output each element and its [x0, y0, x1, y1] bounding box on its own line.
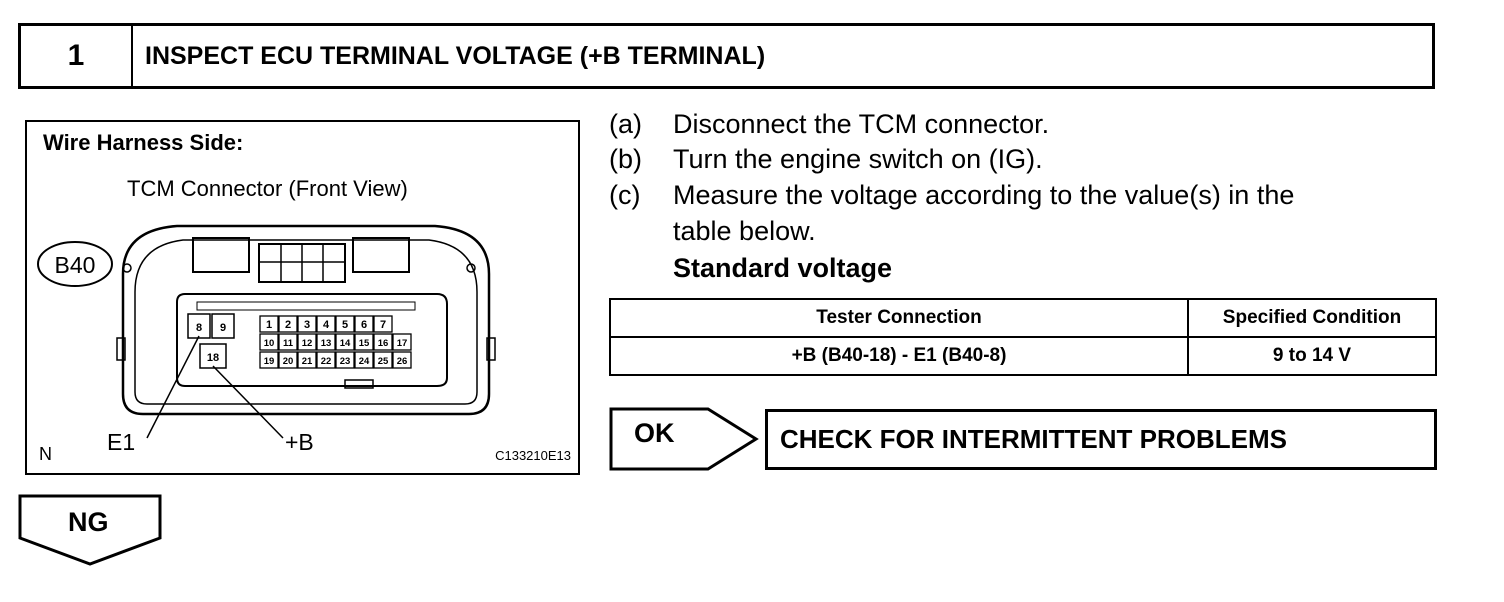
pin-label: 12	[302, 338, 313, 349]
pin-22	[316, 351, 336, 369]
pin-6	[354, 315, 374, 333]
pin-3	[297, 315, 317, 333]
label-b: +B	[285, 429, 314, 455]
leader-e1	[146, 335, 200, 439]
table-header: Specified Condition	[1187, 298, 1437, 338]
pin-label: 21	[302, 356, 313, 367]
pin-17	[392, 333, 412, 351]
pin-label: 26	[397, 356, 408, 367]
pin-label: 3	[304, 319, 310, 331]
step-text: Turn the engine switch on (IG).	[673, 144, 1043, 174]
pin-21	[297, 351, 317, 369]
pin-label: 10	[264, 338, 275, 349]
connector-housing	[121, 224, 491, 416]
table-cell: +B (B40-18) - E1 (B40-8)	[609, 336, 1189, 376]
step-label: (a)	[609, 109, 642, 139]
step-text: table below.	[673, 216, 816, 246]
pin-label: 1	[266, 319, 272, 331]
ok-result-text: CHECK FOR INTERMITTENT PROBLEMS	[780, 424, 1287, 454]
figure-code: C133210E13	[495, 448, 571, 463]
latch-left	[192, 237, 250, 273]
pin-label: 15	[359, 338, 370, 349]
step-header: 1 INSPECT ECU TERMINAL VOLTAGE (+B TERMI…	[18, 23, 1435, 89]
pin-14	[335, 333, 355, 351]
pin-label: 23	[340, 356, 351, 367]
connector-figure: Wire Harness Side: TCM Connector (Front …	[25, 120, 580, 475]
pin-7	[373, 315, 393, 333]
corner-label: N	[39, 444, 52, 464]
table-cell: 9 to 14 V	[1187, 336, 1437, 376]
terminal-area	[176, 293, 448, 387]
pin-5	[335, 315, 355, 333]
pin-13	[316, 333, 336, 351]
pin-20	[278, 351, 298, 369]
table-header-row: Tester Connection Specified Condition	[609, 298, 1437, 338]
ok-result-box: CHECK FOR INTERMITTENT PROBLEMS	[765, 409, 1437, 470]
pin-label: 8	[196, 322, 202, 334]
latch-right	[352, 237, 410, 273]
wire-harness-label: Wire Harness Side:	[43, 130, 244, 155]
pin-label: 19	[264, 356, 275, 367]
label-e1: E1	[107, 429, 135, 455]
step-label: (b)	[609, 144, 642, 174]
connector-title: TCM Connector (Front View)	[127, 176, 408, 201]
spec-table: Tester Connection Specified Condition +B…	[609, 298, 1437, 376]
ng-arrow	[18, 494, 162, 566]
pin-16	[373, 333, 393, 351]
step-title: INSPECT ECU TERMINAL VOLTAGE (+B TERMINA…	[145, 41, 766, 70]
pin-label: 4	[323, 319, 330, 331]
pin-1	[259, 315, 279, 333]
pin-19	[259, 351, 279, 369]
pin-4	[316, 315, 336, 333]
pin-label: 7	[380, 319, 386, 331]
ok-label: OK	[634, 418, 675, 448]
pin-label: 2	[285, 319, 291, 331]
step-number: 1	[21, 26, 133, 86]
pin-2	[278, 315, 298, 333]
step-text: Disconnect the TCM connector.	[673, 109, 1050, 139]
pin-8	[187, 313, 211, 339]
table-row: +B (B40-18) - E1 (B40-8) 9 to 14 V	[609, 336, 1437, 376]
table-header: Tester Connection	[609, 298, 1189, 338]
pin-10	[259, 333, 279, 351]
connector-id-text: B40	[55, 252, 96, 278]
pin-label: 18	[207, 352, 219, 364]
pin-label: 25	[378, 356, 389, 367]
pin-15	[354, 333, 374, 351]
step-text: Measure the voltage according to the val…	[673, 180, 1295, 210]
pin-9	[211, 313, 235, 339]
pin-label: 16	[378, 338, 389, 349]
pin-label: 24	[359, 356, 370, 367]
pin-24	[354, 351, 374, 369]
pin-25	[373, 351, 393, 369]
pin-label: 9	[220, 322, 226, 334]
pin-label: 11	[283, 338, 294, 349]
pin-18	[199, 343, 227, 369]
standard-voltage-label: Standard voltage	[673, 253, 893, 283]
pin-11	[278, 333, 298, 351]
pin-label: 13	[321, 338, 332, 349]
connector-id-ellipse	[37, 241, 113, 287]
ok-arrow	[609, 407, 759, 471]
step-label: (c)	[609, 180, 641, 210]
pin-label: 14	[340, 338, 351, 349]
ng-label: NG	[68, 507, 109, 537]
pin-label: 17	[397, 338, 408, 349]
pin-label: 22	[321, 356, 332, 367]
pin-label: 20	[283, 356, 294, 367]
connector-housing-inner	[134, 239, 478, 405]
pin-12	[297, 333, 317, 351]
leader-b	[212, 365, 284, 439]
pin-label: 6	[361, 319, 367, 331]
pin-label: 5	[342, 319, 348, 331]
pin-23	[335, 351, 355, 369]
pin-26	[392, 351, 412, 369]
